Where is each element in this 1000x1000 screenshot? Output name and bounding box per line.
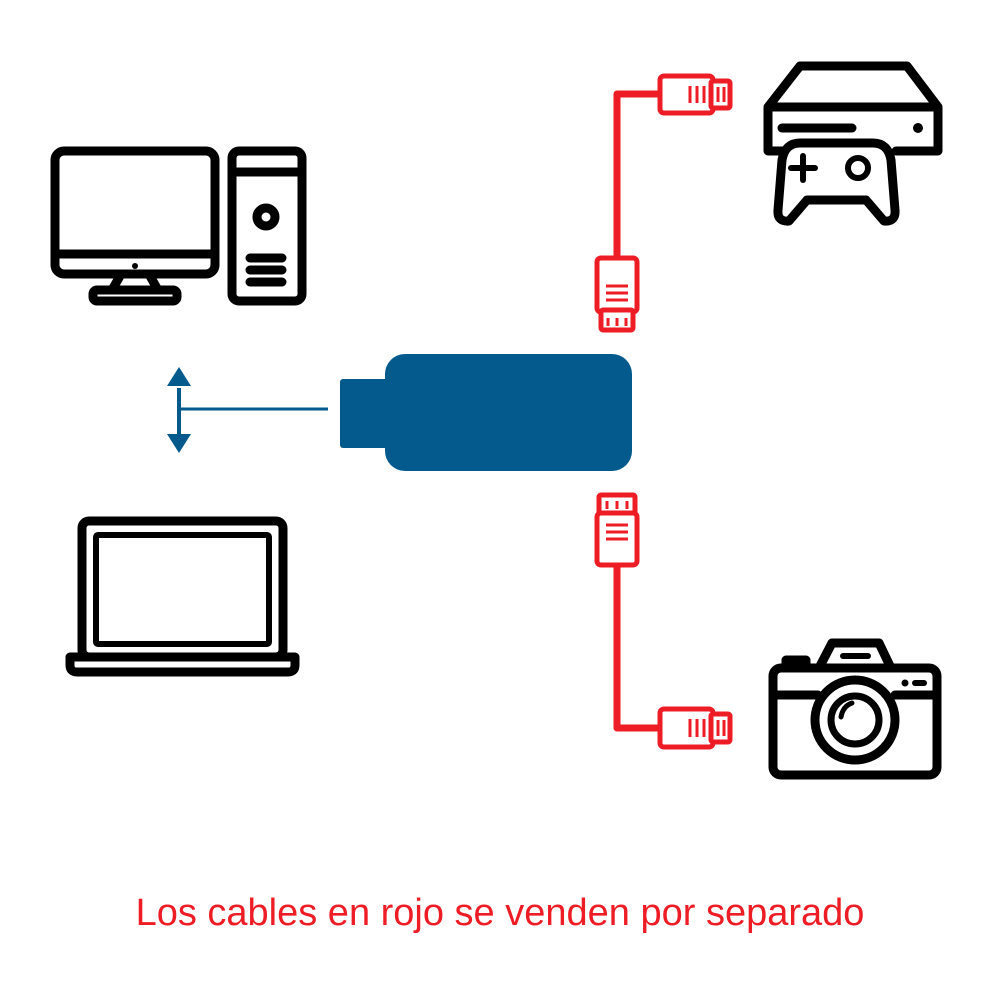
hdmi-plug-top-vertical — [594, 255, 640, 333]
game-console-icon — [763, 61, 943, 226]
cable-bottom — [613, 565, 660, 732]
hdmi-plug-bottom-horizontal — [657, 706, 733, 750]
hdmi-plug-bottom-vertical — [594, 492, 640, 568]
camera-icon — [768, 638, 942, 780]
hdmi-plug-top-horizontal — [657, 73, 733, 116]
capture-dongle-icon — [340, 354, 632, 471]
laptop-icon — [65, 516, 300, 677]
cable-top — [613, 90, 660, 259]
disclaimer-caption: Los cables en rojo se venden por separad… — [135, 892, 865, 934]
desktop-computer-icon — [50, 146, 307, 306]
bidirectional-arrow-icon — [167, 367, 328, 453]
